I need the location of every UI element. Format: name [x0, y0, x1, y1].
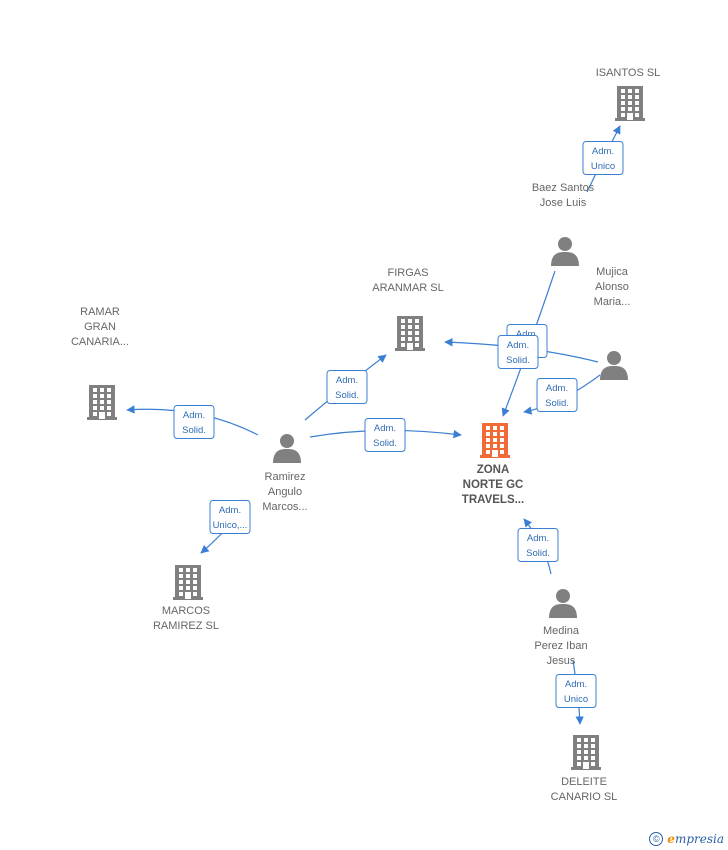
node-mujica[interactable]: MujicaAlonsoMaria... [594, 266, 631, 380]
edge-label-ramirez-to-marcos[interactable]: Adm. Unico,... [209, 500, 251, 534]
edge-label-mujica-to-zona[interactable]: Adm. Solid. [536, 378, 578, 412]
footer-brand[interactable]: © empresia [649, 832, 724, 846]
node-label-line: Marcos... [262, 501, 307, 513]
person-icon [600, 351, 628, 380]
node-label-line: Angulo [268, 486, 302, 498]
node-label-line: ARANMAR SL [372, 282, 444, 294]
edge-label-medina-to-zona[interactable]: Adm. Solid. [517, 528, 559, 562]
node-label-line: ISANTOS SL [596, 67, 661, 79]
building-icon [87, 385, 117, 420]
node-label-line: Alonso [595, 281, 629, 293]
svg-text:Unico,...: Unico,... [213, 520, 248, 531]
node-label-line: Mujica [596, 266, 629, 278]
node-label-line: Jesus [547, 655, 576, 667]
svg-text:Adm.: Adm. [183, 410, 205, 421]
svg-text:Unico: Unico [591, 161, 615, 172]
node-ramar[interactable]: RAMAR GRAN CANARIA... [71, 306, 129, 420]
edge-label-ramirez-to-zona[interactable]: Adm. Solid. [364, 418, 406, 452]
node-label-line: CANARIA... [71, 336, 129, 348]
node-marcos[interactable]: MARCOS RAMIREZ SL [153, 565, 219, 632]
svg-text:Solid.: Solid. [335, 390, 359, 401]
node-label-line: CANARIO SL [551, 791, 618, 803]
person-icon [549, 589, 577, 618]
svg-text:Adm.: Adm. [507, 340, 529, 351]
building-icon [395, 316, 425, 351]
node-label-line: RAMIREZ SL [153, 620, 219, 632]
node-ramirez[interactable]: RamirezAnguloMarcos... [262, 434, 308, 513]
svg-text:Adm.: Adm. [527, 533, 549, 544]
node-label-line: Medina [543, 625, 580, 637]
building-icon [480, 423, 510, 458]
edge-label-baez-to-isantos[interactable]: Adm. Unico [582, 141, 624, 175]
svg-text:Solid.: Solid. [526, 548, 550, 559]
edge-label-mujica-to-firgas[interactable]: Adm. Solid. [497, 335, 539, 369]
node-deleite[interactable]: DELEITE CANARIO SL [551, 735, 618, 803]
svg-text:Adm.: Adm. [516, 329, 538, 340]
node-label-line: GRAN [84, 321, 116, 333]
person-icon [551, 237, 579, 266]
building-icon [615, 86, 645, 121]
edge-label-ramirez-to-ramar[interactable]: Adm. Solid. [173, 405, 215, 439]
svg-text:Adm.: Adm. [336, 375, 358, 386]
node-zona[interactable]: ZONA NORTE GC TRAVELS... [462, 423, 524, 506]
svg-text:Adm.: Adm. [219, 505, 241, 516]
svg-text:Solid.: Solid. [373, 438, 397, 449]
svg-text:Unico: Unico [564, 694, 588, 705]
svg-text:Adm.: Adm. [592, 146, 614, 157]
node-isantos[interactable]: ISANTOS SL [596, 67, 661, 121]
node-label-line: Maria... [594, 296, 631, 308]
copyright-icon: © [649, 832, 664, 846]
svg-text:Solid.: Solid. [182, 425, 206, 436]
edge-label-medina-to-deleite[interactable]: Adm. Unico [555, 674, 597, 708]
node-label-line: FIRGAS [388, 267, 429, 279]
brand-logo: empresia [667, 832, 724, 846]
svg-text:Solid.: Solid. [545, 398, 569, 409]
node-firgas[interactable]: FIRGAS ARANMAR SL [372, 267, 444, 351]
svg-text:Solid.: Solid. [506, 355, 530, 366]
svg-text:Adm.: Adm. [374, 423, 396, 434]
edge-label-ramirez-to-firgas[interactable]: Adm. Solid. [326, 370, 368, 404]
node-label-line: ZONA [477, 464, 510, 476]
building-icon [571, 735, 601, 770]
node-label-line: NORTE GC [463, 479, 524, 491]
node-label-line: Perez Iban [534, 640, 587, 652]
svg-text:Adm.: Adm. [565, 679, 587, 690]
node-label-line: RAMAR [80, 306, 120, 318]
building-icon [173, 565, 203, 600]
edge-labels-layer: Adm.UnicoAdm.Solid.Adm.Solid.Adm.Solid.A… [173, 141, 624, 708]
node-label-line: Ramirez [265, 471, 306, 483]
node-label-line: TRAVELS... [462, 494, 524, 506]
svg-text:Adm.: Adm. [546, 383, 568, 394]
node-label-line: Jose Luis [540, 197, 587, 209]
node-label-line: MARCOS [162, 605, 210, 617]
node-label-line: Baez Santos [532, 182, 595, 194]
person-icon [273, 434, 301, 463]
node-label-line: DELEITE [561, 776, 607, 788]
